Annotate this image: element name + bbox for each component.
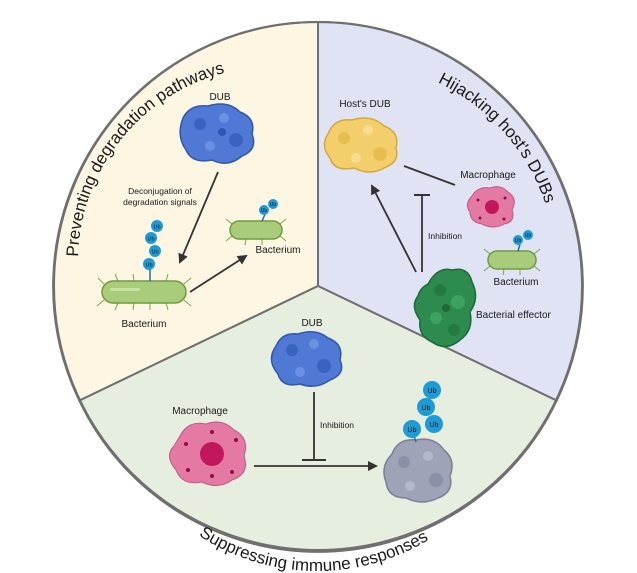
label-deconjugation-1: Deconjugation of (128, 186, 192, 196)
bacterium-mid: Ub Ub (225, 199, 287, 246)
ub-label: Ub (428, 388, 437, 395)
ub-label: Ub (525, 233, 532, 239)
label-bacterium-right: Bacterium (493, 277, 538, 288)
label-dub-bottom: DUB (301, 318, 322, 329)
ub-label: Ub (151, 250, 158, 256)
label-deconjugation-2: degradation signals (123, 197, 197, 207)
dub-protein-top-left (179, 103, 255, 164)
ub-label: Ub (430, 422, 439, 429)
label-hosts-dub: Host's DUB (339, 99, 391, 110)
inhibition-line-host-dub (403, 165, 456, 186)
label-macrophage-right: Macrophage (460, 170, 516, 181)
ub-label: Ub (261, 208, 268, 214)
dub-protein-bottom (270, 331, 343, 387)
arrow-bacterium-freed (189, 254, 248, 293)
arrow-dub-to-bacterium (178, 171, 219, 264)
inhibition-bar-bottom (302, 392, 326, 461)
ubiquitinated-target-protein (383, 438, 453, 503)
arrow-effector-to-host-dub (371, 184, 417, 273)
host-dub-protein (323, 117, 398, 173)
label-bacterium-left: Bacterium (121, 319, 166, 330)
ub-chain-bottom: Ub Ub Ub Ub (403, 381, 443, 443)
label-macrophage-bottom: Macrophage (172, 406, 228, 417)
ub-label: Ub (422, 405, 431, 412)
label-dub-top-left: DUB (209, 92, 230, 103)
macrophage-right (466, 186, 515, 228)
bacterial-effector-protein (413, 268, 477, 348)
bacterium-left (96, 273, 192, 311)
macrophage-bottom (169, 421, 247, 486)
ub-label: Ub (270, 202, 277, 208)
inhibition-bar-right (414, 194, 430, 272)
ub-label: Ub (515, 238, 522, 244)
ub-label: Ub (147, 237, 154, 243)
label-bacterial-effector: Bacterial effector (476, 310, 552, 321)
label-bacterium-mid: Bacterium (255, 245, 300, 256)
bacterium-right: Ub Ub (483, 230, 541, 276)
ub-label: Ub (145, 263, 152, 269)
ub-label: Ub (153, 225, 160, 231)
outer-circle (53, 21, 583, 551)
label-inhibition-bottom: Inhibition (320, 420, 354, 430)
ub-chain-left: Ub Ub Ub Ub (143, 220, 163, 281)
ub-label: Ub (408, 427, 417, 434)
label-inhibition-right: Inhibition (428, 231, 462, 241)
